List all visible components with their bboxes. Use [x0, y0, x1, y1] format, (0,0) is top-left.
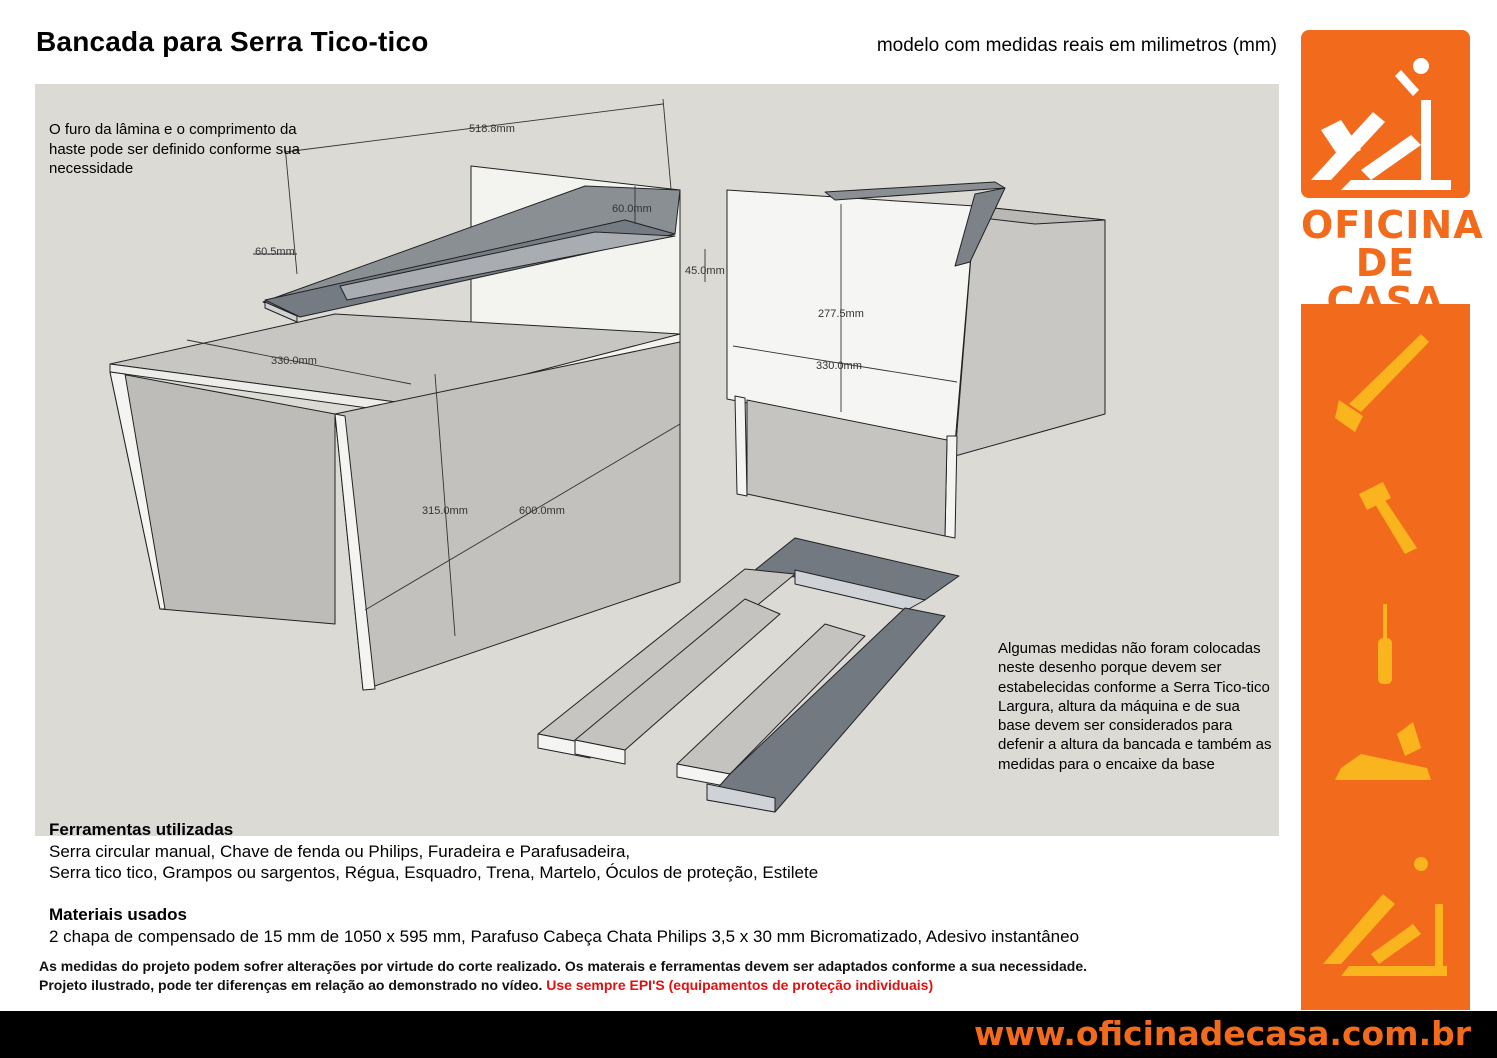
brand-line-1: OFICINA	[1301, 203, 1484, 247]
website-link[interactable]: www.oficinadecasa.com.br	[974, 1014, 1471, 1053]
dim-518: 518.8mm	[469, 123, 515, 135]
disclaimer-line-2: Projeto ilustrado, pode ter diferenças e…	[39, 977, 543, 993]
tools-house-icon	[1323, 857, 1447, 976]
disclaimer-line-1: As medidas do projeto podem sofrer alter…	[39, 958, 1088, 974]
workbench-illustration: 518.8mm 60.0mm 60.5mm 45.0mm 330.0mm 315…	[109, 98, 1106, 813]
hand-plane-icon	[1335, 722, 1431, 780]
disclaimer-line-2-wrap: Projeto ilustrado, pode ter diferenças e…	[39, 976, 1087, 995]
footer-bar: www.oficinadecasa.com.br	[0, 1011, 1497, 1058]
saw-icon	[1335, 334, 1429, 432]
brand-sidebar: OFICINA DE CASA	[1301, 30, 1484, 1010]
dim-45: 45.0mm	[685, 265, 725, 277]
brand-wordmark: OFICINA DE CASA	[1301, 203, 1484, 320]
dim-600: 600.0mm	[519, 505, 565, 517]
note-measurements: Algumas medidas não foram colocadas nest…	[998, 640, 1272, 773]
tools-house-logo-icon	[1311, 58, 1451, 190]
dim-60: 60.0mm	[612, 203, 652, 215]
tools-heading: Ferramentas utilizadas	[49, 820, 234, 839]
tools-line-1: Serra circular manual, Chave de fenda ou…	[49, 842, 631, 861]
page-title: Bancada para Serra Tico-tico	[36, 26, 429, 57]
materials-line-1: 2 chapa de compensado de 15 mm de 1050 x…	[49, 927, 1080, 946]
dim-277: 277.5mm	[818, 308, 864, 320]
dim-330-right: 330.0mm	[816, 360, 862, 372]
tools-line-2: Serra tico tico, Grampos ou sargentos, R…	[49, 863, 819, 882]
technical-drawing: 518.8mm 60.0mm 60.5mm 45.0mm 330.0mm 315…	[35, 84, 1279, 836]
dim-60-5: 60.5mm	[255, 246, 295, 258]
note-blade-hole: O furo da lâmina e o comprimento da hast…	[49, 121, 300, 177]
brand-logo	[1301, 30, 1470, 198]
epi-warning: Use sempre EPI'S (equipamentos de proteç…	[546, 977, 934, 993]
tool-icons	[1323, 334, 1447, 976]
dim-315: 315.0mm	[422, 505, 468, 517]
disclaimer: As medidas do projeto podem sofrer alter…	[39, 957, 1087, 995]
dim-330-left: 330.0mm	[271, 355, 317, 367]
materials-heading: Materiais usados	[49, 905, 187, 924]
tool-strip	[1301, 304, 1470, 1010]
screwdriver-icon	[1378, 604, 1392, 684]
page-subtitle: modelo com medidas reais em milimetros (…	[876, 35, 1277, 56]
hammer-icon	[1359, 482, 1417, 554]
